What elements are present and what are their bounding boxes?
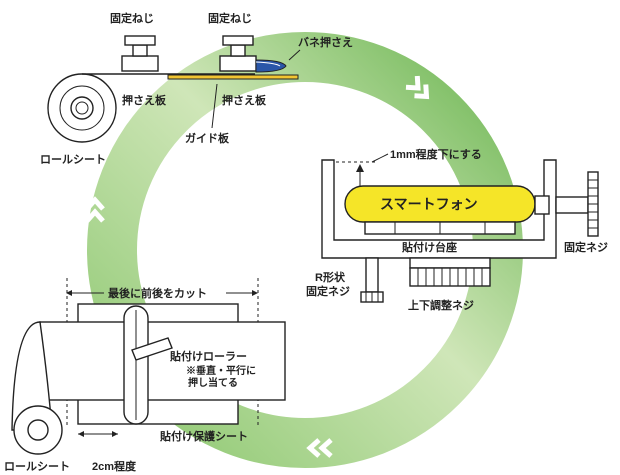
label-height-screw: 上下調整ネジ <box>408 298 474 312</box>
label-roller: 貼付けローラー <box>169 349 247 363</box>
top-roll-assembly <box>47 35 301 143</box>
label-spring-holder: バネ押さえ <box>298 35 353 49</box>
label-r-shaped: R形状 <box>315 270 346 284</box>
label-guide-plate: ガイド板 <box>185 131 230 145</box>
spring-holder <box>255 59 287 73</box>
label-fixing-screw-1: 固定ねじ <box>110 11 154 25</box>
label-roll-sheet-bottom: ロールシート <box>4 460 70 473</box>
bottom-roller-assembly <box>11 278 286 455</box>
label-roller-note-1: ※垂直・平行に <box>186 364 256 377</box>
label-lower-1mm: 1mm程度下にする <box>390 147 482 161</box>
label-fixing-screw-r: 固定ネジ <box>306 284 350 298</box>
label-smartphone: スマートフォン <box>380 196 478 212</box>
label-fixing-screw-right: 固定ネジ <box>564 240 608 254</box>
label-protect-sheet: 貼付け保護シート <box>159 429 248 443</box>
chevron-arrow-top-right-icon <box>405 75 430 100</box>
roller-handle <box>131 337 173 361</box>
roll-sheet-bottom <box>13 405 63 455</box>
label-press-plate-2: 押さえ板 <box>222 93 267 107</box>
press-plate-1 <box>121 55 159 72</box>
label-fixing-screw-2: 固定ねじ <box>208 11 252 25</box>
chevron-arrow-left-icon <box>85 196 105 223</box>
chevron-arrow-bottom-icon <box>306 438 333 458</box>
mount-base <box>321 159 557 259</box>
protect-sheet <box>39 321 286 401</box>
label-press-plate-1: 押さえ板 <box>122 93 167 107</box>
label-mount-base: 貼付け台座 <box>401 240 457 254</box>
label-two-cm: 2cm程度 <box>92 459 137 473</box>
press-plate-2 <box>219 55 257 72</box>
guide-plate <box>167 74 299 80</box>
roll-sheet-top <box>47 73 117 143</box>
label-roll-sheet-top: ロールシート <box>40 153 106 166</box>
fixing-screw-2 <box>222 35 254 46</box>
mount-base-assembly <box>321 153 599 303</box>
label-cut-last: 最後に前後をカット <box>108 286 207 300</box>
fixing-screw-1 <box>124 35 156 46</box>
label-roller-note-2: 押し当てる <box>188 376 238 389</box>
